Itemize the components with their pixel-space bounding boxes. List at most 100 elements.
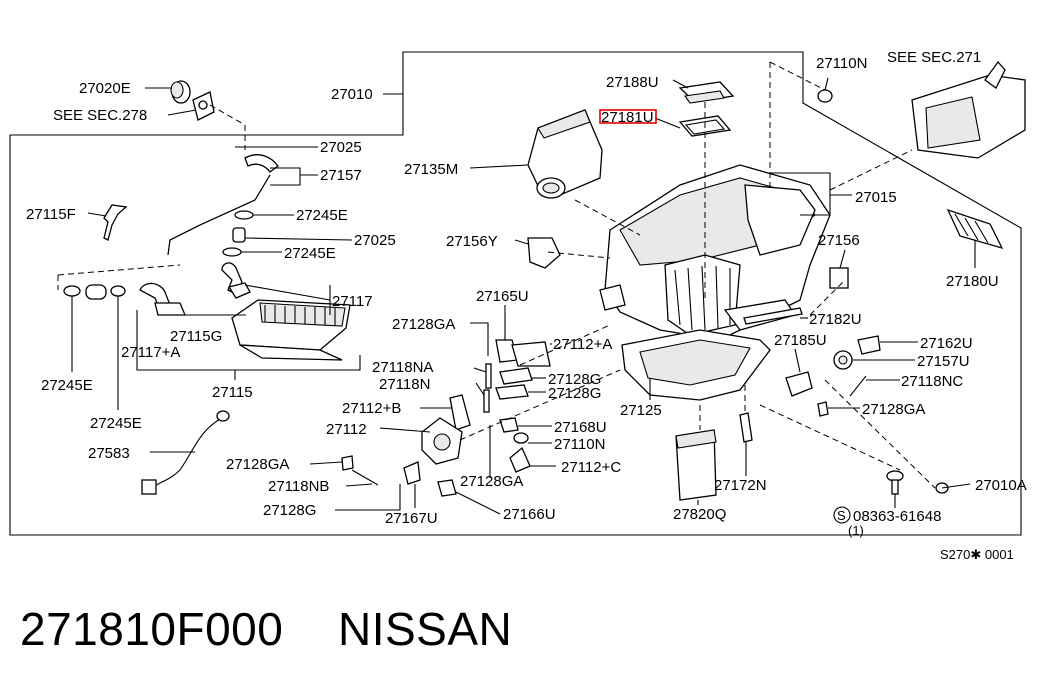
rod-27118nc[interactable] [849, 375, 867, 397]
rod-27118n[interactable] [483, 389, 490, 413]
label-27010a: 27010A [975, 477, 1027, 494]
label-27025-top: 27025 [320, 139, 362, 156]
label-27245e-c: 27245E [41, 377, 93, 394]
label-27110n-top: 27110N [816, 55, 867, 72]
link-27166u[interactable] [437, 479, 457, 497]
outlet-sec-271[interactable] [911, 60, 1026, 159]
label-27245e-a: 27245E [296, 207, 348, 224]
label-27117: 27117 [332, 293, 373, 310]
part-number: 271810F000 [20, 603, 283, 655]
label-27156: 27156 [818, 232, 860, 249]
label-27181u: 27181U [601, 109, 654, 126]
actuator-27112[interactable] [421, 417, 463, 465]
label-27182u: 27182U [809, 311, 862, 328]
label-27172n: 27172N [714, 477, 767, 494]
label-27115: 27115 [212, 384, 253, 401]
seal-27182u[interactable] [743, 307, 803, 325]
diagram-reference: S270✱ 0001 [940, 547, 1014, 562]
ring-27245e-upper[interactable] [234, 210, 254, 220]
label-27128g-b: 27128G [548, 385, 601, 402]
label-27025-mid: 27025 [354, 232, 396, 249]
filter-cover-27188u[interactable] [678, 81, 735, 104]
label-see-sec-278: SEE SEC.278 [53, 107, 147, 124]
label-27166u: 27166U [503, 506, 556, 523]
label-27168u: 27168U [554, 419, 607, 436]
lever-27112b[interactable] [449, 394, 471, 431]
label-27180u: 27180U [946, 273, 999, 290]
elbow-hose[interactable] [221, 262, 251, 299]
label-27125: 27125 [620, 402, 662, 419]
hose-27157[interactable] [167, 154, 279, 256]
link-27167u[interactable] [403, 461, 421, 485]
brand-name: NISSAN [338, 603, 512, 655]
label-27010: 27010 [331, 86, 373, 103]
label-27128g-a: 27128G [548, 371, 601, 388]
evaporator-27117[interactable] [231, 299, 351, 361]
duct-27135m[interactable] [527, 109, 603, 199]
bolt-qty: (1) [848, 523, 864, 538]
label-27162u: 27162U [920, 335, 973, 352]
part-27168u[interactable] [499, 417, 519, 433]
label-27128ga-a: 27128GA [392, 316, 455, 333]
label-27165u: 27165U [476, 288, 529, 305]
screw-bolt[interactable] [886, 470, 904, 495]
nut-27110n-small[interactable] [513, 432, 529, 444]
clip-27128ga-right[interactable] [817, 401, 829, 417]
part-27820q[interactable] [675, 429, 717, 501]
label-27188u: 27188U [606, 74, 659, 91]
label-27156y: 27156Y [446, 233, 498, 250]
label-27185u: 27185U [774, 332, 827, 349]
clamp-27115f[interactable] [103, 204, 128, 241]
rod-27118nb[interactable] [351, 469, 379, 486]
part-27185u[interactable] [785, 371, 813, 397]
lower-case-27125[interactable] [621, 299, 797, 401]
label-27167u: 27167U [385, 510, 438, 527]
label-27115f: 27115F [26, 206, 76, 223]
label-27128ga-c: 27128GA [226, 456, 289, 473]
label-27110n-b: 27110N [554, 436, 605, 453]
clip-27156[interactable] [829, 267, 849, 289]
label-27112a: 27112+A [553, 336, 612, 353]
clip-27128ga-left[interactable] [341, 455, 354, 471]
label-27117a: 27117+A [121, 344, 180, 361]
ring-27245e-mid[interactable] [222, 247, 242, 257]
label-27128ga-b: 27128GA [862, 401, 925, 418]
label-27112: 27112 [326, 421, 367, 438]
label-see-sec-271: SEE SEC.271 [887, 49, 981, 66]
heater-unit-27015[interactable] [599, 164, 831, 341]
label-27118nc: 27118NC [901, 373, 963, 390]
bracket-sec-278[interactable] [192, 91, 215, 121]
pipe-assembly-left[interactable] [63, 282, 186, 316]
rod-27118na[interactable] [485, 363, 492, 389]
label-27157u: 27157U [917, 353, 970, 370]
lever-27112c[interactable] [509, 446, 531, 473]
label-27118n: 27118N [379, 376, 430, 393]
part-27172n[interactable] [739, 412, 753, 443]
label-27015: 27015 [855, 189, 897, 206]
label-27245e-d: 27245E [90, 415, 142, 432]
label-27128ga-d: 27128GA [460, 473, 523, 490]
label-27135m: 27135M [404, 161, 458, 178]
lever-27112a[interactable] [511, 341, 551, 367]
thermistor-27583[interactable] [141, 410, 230, 495]
link-27128g[interactable] [495, 367, 533, 400]
grommet-27020e[interactable] [170, 80, 191, 104]
label-27118na: 27118NA [372, 359, 433, 376]
bolt-prefix: S [837, 508, 846, 523]
label-27112b: 27112+B [342, 400, 401, 417]
leader-lines [71, 77, 976, 515]
part-27157u[interactable] [833, 350, 853, 370]
part-27162u[interactable] [857, 335, 881, 355]
connector-27025[interactable] [232, 227, 246, 243]
nut-27110n[interactable] [817, 89, 833, 103]
label-27118nb: 27118NB [268, 478, 329, 495]
clip-27156y[interactable] [527, 237, 561, 269]
label-27115g: 27115G [170, 328, 222, 345]
grille-27180u[interactable] [946, 208, 1004, 250]
label-27157: 27157 [320, 167, 362, 184]
highlight-box-27181u [599, 109, 657, 124]
label-27112c: 27112+C [561, 459, 621, 476]
label-27128g-c: 27128G [263, 502, 316, 519]
label-27820q: 27820Q [673, 506, 726, 523]
